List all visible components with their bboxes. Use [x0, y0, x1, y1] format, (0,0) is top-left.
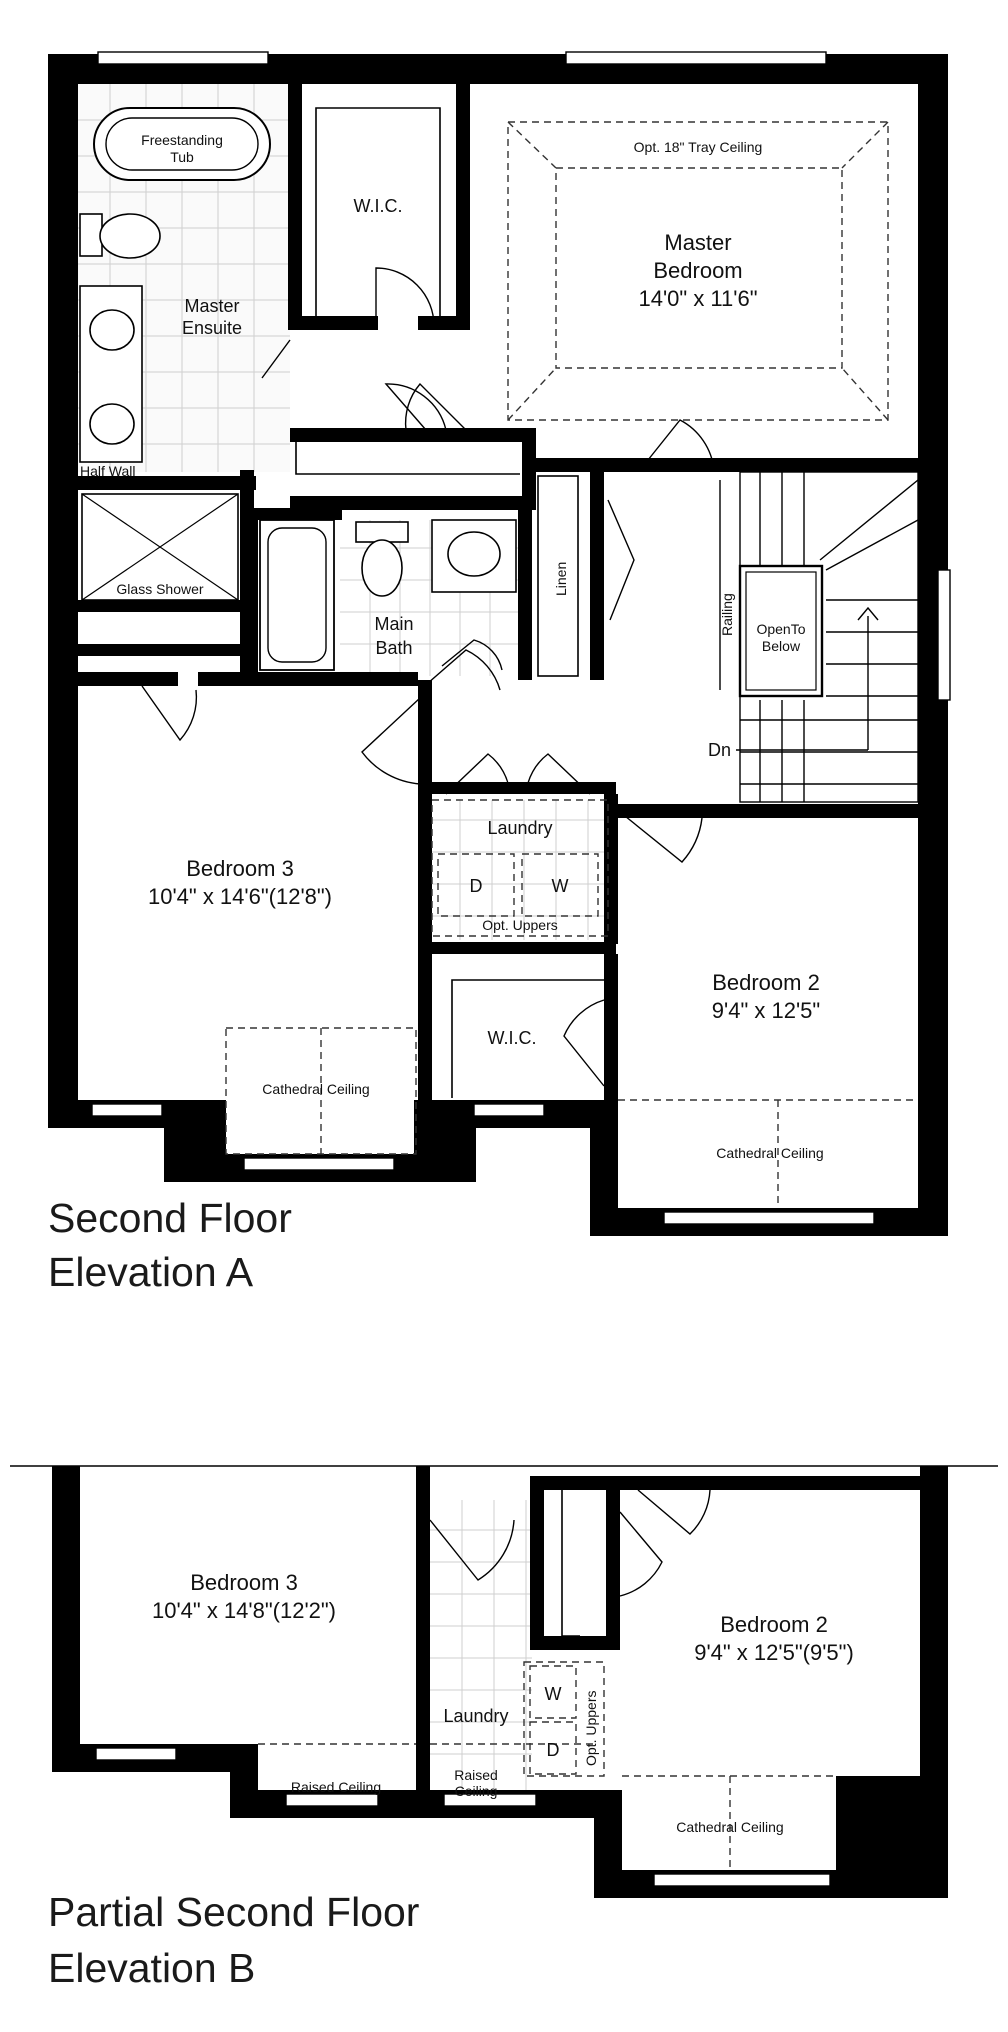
master-bedroom-size: 14'0" x 11'6" [638, 286, 757, 311]
bedroom2-label: Bedroom 2 [712, 970, 820, 995]
dryer-b-icon [529, 1721, 577, 1775]
opt-uppers-b-label: Opt. Uppers [583, 1691, 599, 1766]
bedroom3-b-size: 10'4" x 14'8"(12'2") [152, 1598, 336, 1623]
bedroom2-size: 9'4" x 12'5" [712, 998, 820, 1023]
laundry-label: Laundry [487, 818, 552, 838]
bedroom2-b-size: 9'4" x 12'5"(9'5") [694, 1640, 854, 1665]
washer-b-icon [529, 1665, 577, 1719]
room-labels: Opt. 18" Tray Ceiling Master Bedroom 14'… [80, 132, 824, 1161]
vanity-icon [79, 285, 143, 463]
tray-ceiling-inner [555, 167, 843, 369]
hall-closet-outline [295, 440, 520, 475]
master-wic-label: W.I.C. [354, 196, 403, 216]
bathtub-icon [259, 519, 335, 671]
elevation-b-doors [429, 1489, 711, 1597]
opt-uppers-b-outline [523, 1661, 605, 1777]
master-bedroom-label-line1: Master [664, 230, 731, 255]
elevation-b-title-line1: Partial Second Floor [48, 1889, 419, 1935]
bedroom2-b-label: Bedroom 2 [720, 1612, 828, 1637]
open-to-below-label-line2: Below [762, 638, 801, 654]
interior-walls [76, 84, 918, 1108]
main-bath-toilet-icon [355, 521, 409, 597]
windows [91, 51, 951, 1225]
railing-label: Railing [719, 593, 735, 636]
linen-label: Linen [553, 562, 569, 596]
elevation-b-title-line2: Elevation B [48, 1945, 255, 1991]
master-wic-shelf [315, 107, 441, 330]
bedroom3-b-label: Bedroom 3 [190, 1570, 298, 1595]
bedroom3-cathedral-label: Cathedral Ceiling [262, 1081, 369, 1097]
master-bedroom-label-line2: Bedroom [653, 258, 742, 283]
washer-b-label: W [545, 1684, 562, 1704]
laundry-b-tiles [430, 1500, 532, 1800]
ensuite-label-line2: Ensuite [182, 318, 242, 338]
bedroom3-label: Bedroom 3 [186, 856, 294, 881]
tub-label-line2: Tub [170, 149, 194, 165]
elevation-a-plan: Opt. 18" Tray Ceiling Master Bedroom 14'… [48, 51, 951, 1295]
stairs-down-label: Dn [708, 740, 731, 760]
washer-label: W [552, 876, 569, 896]
main-bath-label-line2: Bath [375, 638, 412, 658]
raised-ceiling-b-line1: Raised [454, 1767, 498, 1783]
elevation-b-labels: Bedroom 3 10'4" x 14'8"(12'2") Raised Ce… [152, 1570, 854, 1835]
elevation-b-windows [95, 1747, 831, 1887]
doors [141, 267, 715, 1087]
staircase [736, 471, 919, 803]
exterior-walls [48, 54, 948, 1236]
freestanding-tub-icon [93, 107, 271, 181]
raised-ceiling-label: Raised Ceiling [291, 1779, 381, 1795]
bedroom2-cathedral-ceiling-outline [618, 1099, 918, 1208]
main-bath-sink-icon [431, 519, 517, 593]
tub-label-line1: Freestanding [141, 132, 223, 148]
opt-uppers-label: Opt. Uppers [482, 917, 557, 933]
elevation-a-title-line2: Elevation A [48, 1249, 254, 1295]
elevation-b-walls [52, 1466, 948, 1898]
half-wall-label: Half Wall [80, 463, 136, 479]
bedroom2-cathedral-label: Cathedral Ceiling [716, 1145, 823, 1161]
dryer-b-label: D [547, 1740, 560, 1760]
main-bath-label-line1: Main [374, 614, 413, 634]
washer-icon [521, 853, 599, 917]
glass-shower-icon [81, 493, 239, 601]
opt-uppers-outline [431, 799, 609, 937]
laundry-b-label: Laundry [443, 1706, 508, 1726]
bedroom3-cathedral-ceiling-outline [225, 1027, 417, 1155]
linen-closet [537, 475, 579, 677]
elevation-a-title-line1: Second Floor [48, 1195, 292, 1241]
glass-shower-label: Glass Shower [116, 581, 203, 597]
elevation-b-plan: Bedroom 3 10'4" x 14'8"(12'2") Raised Ce… [10, 1465, 998, 1991]
bedroom2-wic-shelf [451, 979, 604, 1098]
dryer-icon [437, 853, 515, 917]
ensuite-label-line1: Master [184, 296, 239, 316]
tray-ceiling-label: Opt. 18" Tray Ceiling [634, 139, 763, 155]
bedroom2-b-cathedral-label: Cathedral Ceiling [676, 1819, 783, 1835]
bedroom2-wic-label: W.I.C. [488, 1028, 537, 1048]
tray-ceiling-outer [507, 121, 889, 421]
open-to-below-label-line1: OpenTo [756, 621, 805, 637]
open-to-below-void [738, 564, 824, 698]
toilet-icon [79, 213, 161, 259]
dryer-label: D [470, 876, 483, 896]
bedroom3-size: 10'4" x 14'6"(12'8") [148, 884, 332, 909]
raised-ceiling-b-line2: Ceiling [455, 1783, 498, 1799]
